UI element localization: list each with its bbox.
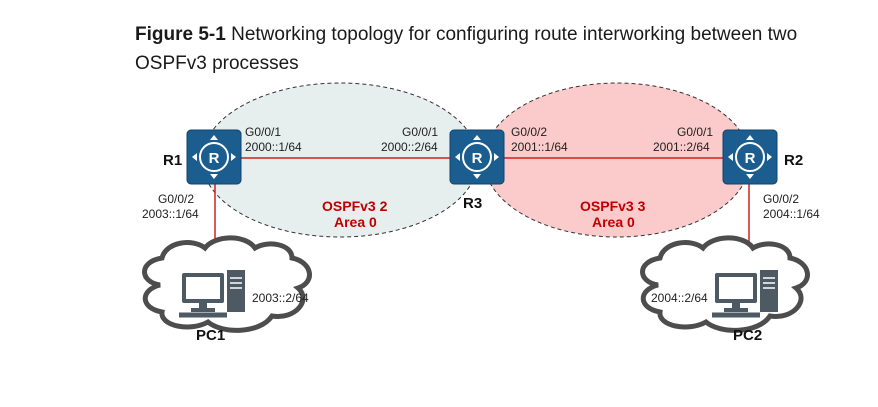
pc1-ip: 2003::2/64 <box>252 291 309 305</box>
r3-g002-ip: 2001::1/64 <box>511 140 568 154</box>
pc1-label: PC1 <box>196 327 225 344</box>
r2-g002-interface: G0/0/2 <box>763 192 799 206</box>
ospfv3-process-2-area: Area 0 <box>334 214 377 230</box>
pc2-label: PC2 <box>733 327 762 344</box>
router-r1-icon <box>186 129 242 185</box>
figure-caption: Figure 5-1 Networking topology for confi… <box>135 20 835 78</box>
r1-label: R1 <box>163 152 182 169</box>
figure-number: Figure 5-1 <box>135 24 226 45</box>
r2-label: R2 <box>784 152 803 169</box>
r2-g001-interface: G0/0/1 <box>677 125 713 139</box>
r1-g002-ip: 2003::1/64 <box>142 207 199 221</box>
r2-g002-ip: 2004::1/64 <box>763 207 820 221</box>
pc2-ip: 2004::2/64 <box>651 291 708 305</box>
pc1-network-cloud <box>142 235 312 333</box>
r1-g002-interface: G0/0/2 <box>158 192 194 206</box>
r1-g001-ip: 2000::1/64 <box>245 140 302 154</box>
router-r2-icon <box>722 129 778 185</box>
ospfv3-process-2-label: OSPFv3 2 <box>322 198 388 214</box>
ospfv3-process-3-label: OSPFv3 3 <box>580 198 646 214</box>
r3-g001-ip: 2000::2/64 <box>381 140 438 154</box>
r3-g002-interface: G0/0/2 <box>511 125 547 139</box>
ospfv3-process-3-area: Area 0 <box>592 214 635 230</box>
r2-g001-ip: 2001::2/64 <box>653 140 710 154</box>
figure-title: Networking topology for configuring rout… <box>135 24 798 74</box>
r1-g001-interface: G0/0/1 <box>245 125 281 139</box>
r3-label: R3 <box>463 195 482 212</box>
router-r3-icon <box>449 129 505 185</box>
r3-g001-interface: G0/0/1 <box>402 125 438 139</box>
